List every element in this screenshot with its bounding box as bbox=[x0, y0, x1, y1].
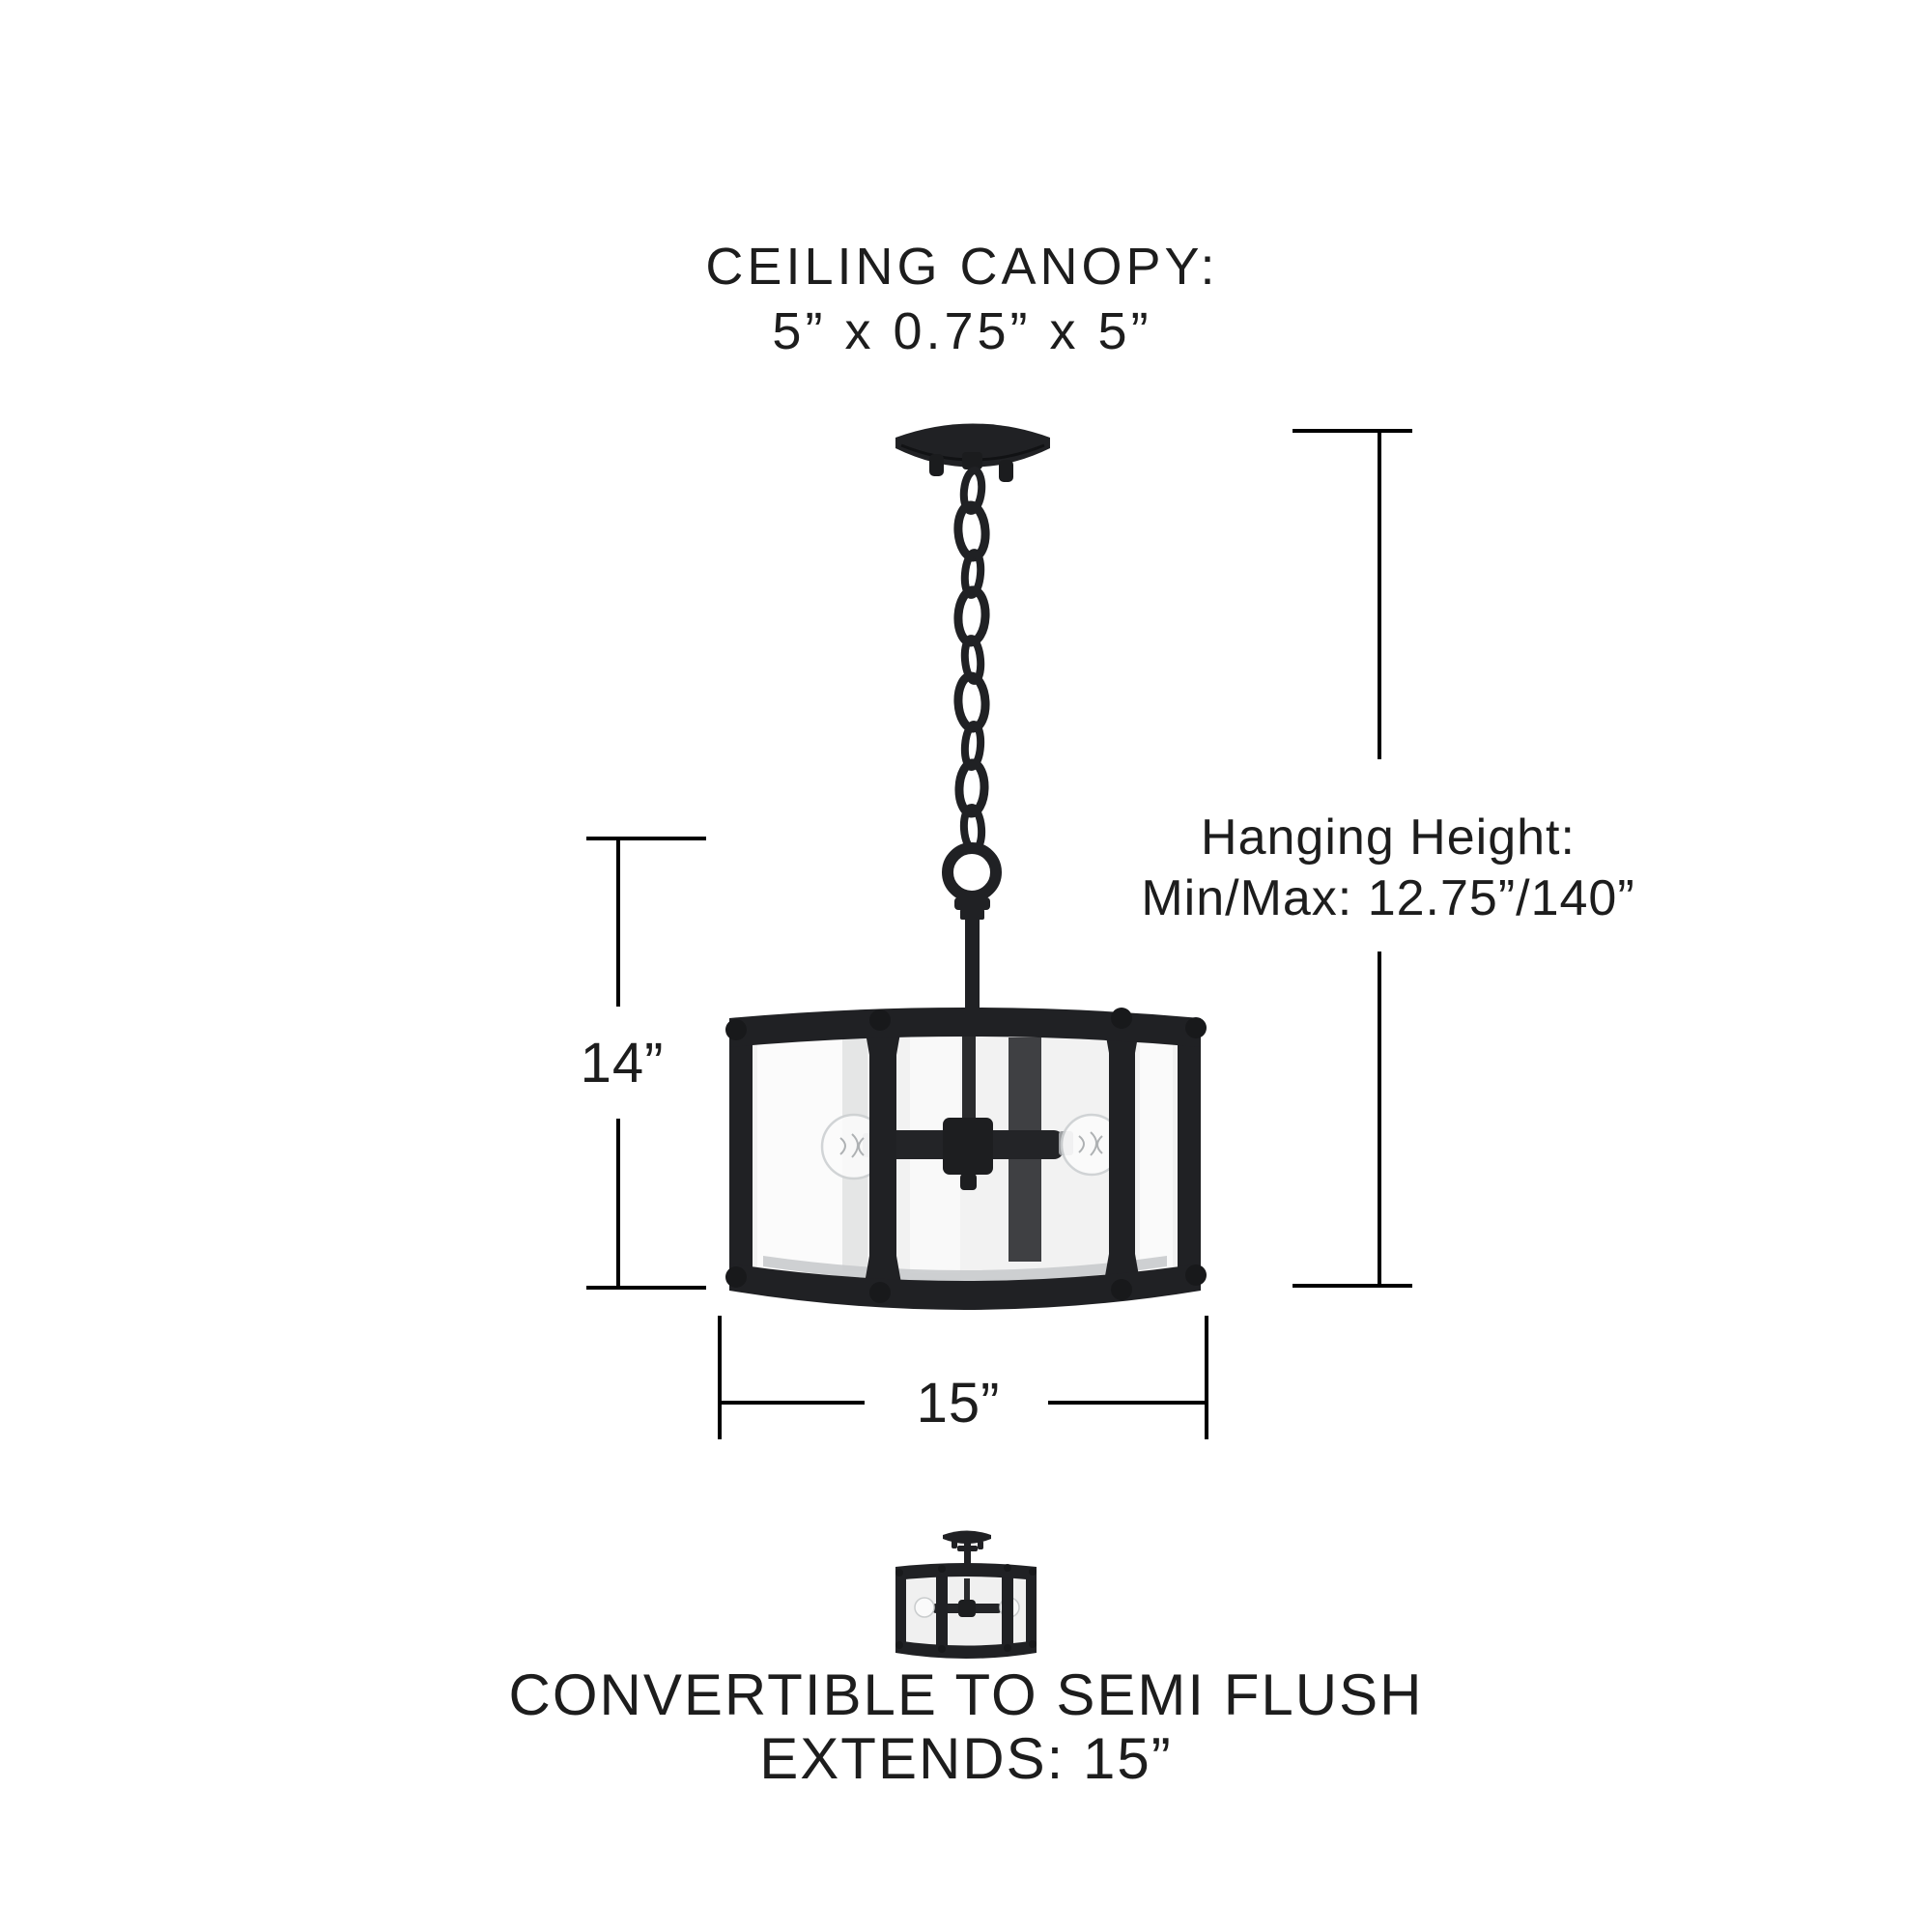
shade-width-dimension-line bbox=[718, 1316, 1208, 1439]
canopy-chain-coupler bbox=[962, 452, 982, 469]
top-rim bbox=[729, 1008, 1201, 1047]
ceiling-canopy-heading: CEILING CANOPY: 5” x 0.75” x 5” bbox=[705, 235, 1218, 364]
semi-flush-drum bbox=[895, 1563, 1037, 1659]
ceiling-canopy-heading-line2: 5” x 0.75” x 5” bbox=[772, 302, 1152, 360]
finial-ring bbox=[942, 842, 1002, 902]
ceiling-canopy bbox=[895, 423, 1050, 482]
shade-height-label: 14” bbox=[580, 1032, 665, 1094]
semi-flush-canopy bbox=[943, 1530, 991, 1549]
semi-flush-bulb-left bbox=[914, 1597, 935, 1618]
drum-shade bbox=[725, 1008, 1207, 1310]
hanging-height-dimension-line bbox=[1293, 429, 1412, 1288]
hub-finial bbox=[960, 1174, 977, 1190]
shade-height-dimension-line bbox=[586, 837, 706, 1290]
hanging-height-label-line1: Hanging Height: bbox=[1201, 810, 1576, 866]
center-hub bbox=[943, 1118, 993, 1175]
canopy-screw-right bbox=[999, 460, 1013, 482]
hanging-height-label-line2: Min/Max: 12.75”/140” bbox=[1141, 870, 1635, 926]
convertible-note-line2: EXTENDS: 15” bbox=[759, 1726, 1173, 1791]
inner-stem bbox=[962, 1030, 976, 1126]
semi-flush-stem bbox=[957, 1543, 978, 1571]
bottom-rim bbox=[729, 1264, 1201, 1310]
rivets bbox=[725, 1008, 1207, 1303]
shade-width-label: 15” bbox=[916, 1372, 1001, 1435]
semi-flush-fixture bbox=[895, 1530, 1037, 1659]
pendant-fixture bbox=[725, 423, 1207, 1310]
hanging-chain bbox=[942, 467, 1002, 902]
stem bbox=[954, 897, 990, 1027]
canopy-screw-left bbox=[929, 454, 944, 476]
convertible-note-line1: CONVERTIBLE TO SEMI FLUSH bbox=[508, 1662, 1424, 1727]
front-straps bbox=[729, 1020, 1201, 1289]
convertible-note: CONVERTIBLE TO SEMI FLUSH EXTENDS: 15” bbox=[509, 1663, 1424, 1791]
dimension-lines bbox=[586, 429, 1412, 1439]
semi-flush-rivets bbox=[895, 1564, 1037, 1653]
hanging-height-label: Hanging Height: Min/Max: 12.75”/140” bbox=[1141, 808, 1634, 929]
ceiling-canopy-heading-line1: CEILING CANOPY: bbox=[705, 238, 1219, 296]
